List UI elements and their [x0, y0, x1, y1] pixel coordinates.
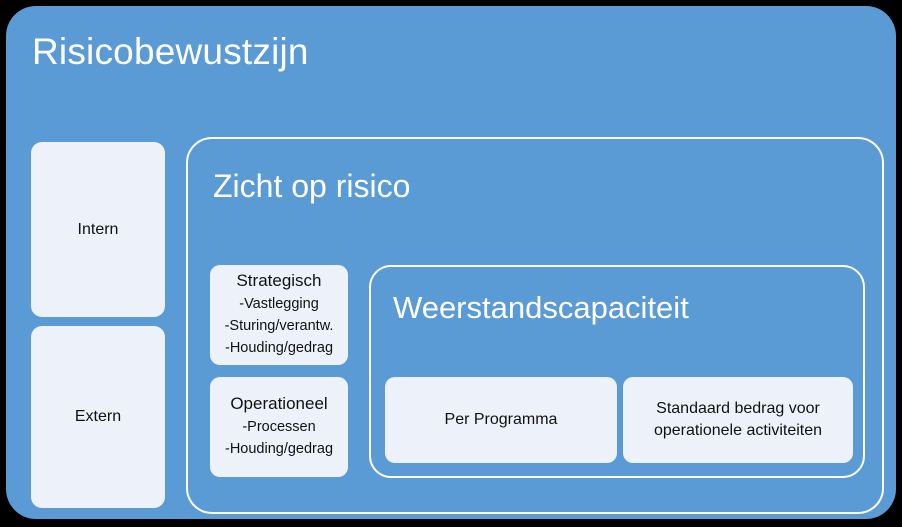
zicht-op-risico-panel: Zicht op risico Strategisch -Vastlegging… [186, 137, 884, 514]
card-operationeel-line-1: -Processen [242, 419, 316, 435]
card-per-programma[interactable]: Per Programma [385, 377, 617, 463]
card-per-programma-label: Per Programma [445, 409, 558, 431]
weerstandscapaciteit-title: Weerstandscapaciteit [393, 290, 689, 325]
card-strategisch-line-1: -Vastlegging [239, 296, 319, 312]
card-operationeel-heading: Operationeel [230, 394, 328, 413]
card-standaard-bedrag-label: Standaard bedrag voor operationele activ… [654, 398, 822, 442]
page-title: Risicobewustzijn [32, 31, 309, 72]
card-strategisch-line-3: -Houding/gedrag [224, 340, 334, 356]
card-intern-label: Intern [77, 220, 119, 238]
card-standaard-bedrag[interactable]: Standaard bedrag voor operationele activ… [623, 377, 853, 463]
card-operationeel-line-2: -Houding/gedrag [224, 441, 334, 457]
card-per-programma-line-1: Per Programma [444, 411, 558, 428]
card-extern[interactable]: Extern [31, 326, 165, 508]
card-standaard-bedrag-line-1: Standaard bedrag voor [656, 400, 820, 417]
weerstandscapaciteit-panel: Weerstandscapaciteit Per Programma Stand… [369, 265, 865, 478]
card-extern-label: Extern [74, 408, 122, 425]
card-strategisch-line-2: -Sturing/verantw. [224, 318, 334, 334]
risicobewustzijn-panel: Risicobewustzijn Intern Extern Zicht op … [6, 6, 896, 519]
card-intern[interactable]: Intern [31, 142, 165, 317]
zicht-op-risico-title: Zicht op risico [213, 168, 411, 204]
card-standaard-bedrag-line-2: operationele activiteiten [653, 422, 823, 439]
card-strategisch[interactable]: Strategisch -Vastlegging -Sturing/verant… [210, 265, 348, 365]
card-strategisch-heading: Strategisch [236, 271, 322, 290]
card-operationeel[interactable]: Operationeel -Processen -Houding/gedrag [210, 377, 348, 477]
